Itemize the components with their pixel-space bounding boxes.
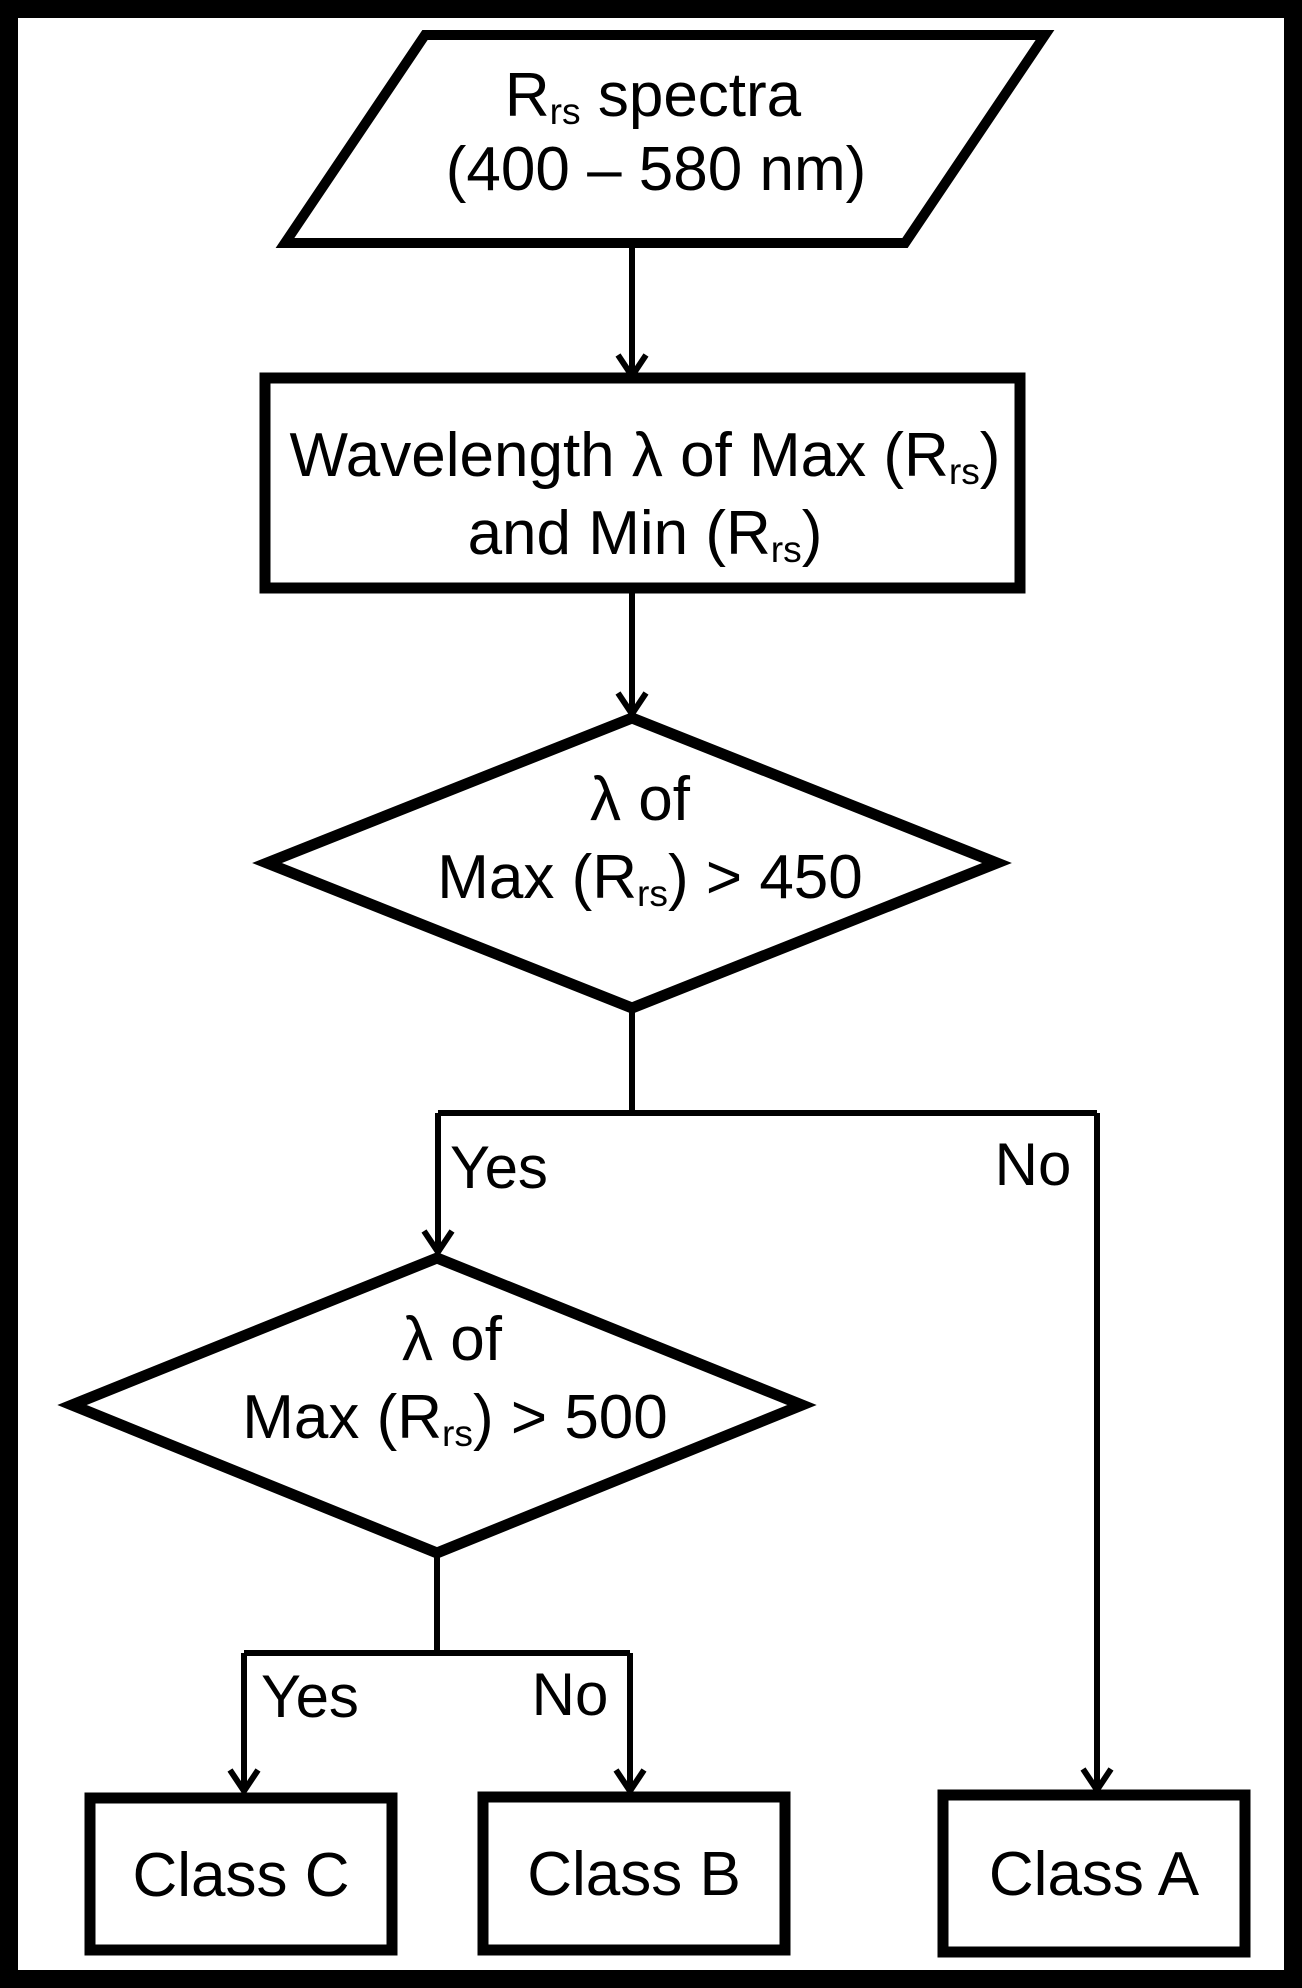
class-a-label: Class A [988, 1840, 1200, 1909]
class-b-box [477, 1791, 791, 1956]
decision2-diamond [57, 1252, 817, 1559]
input-parallelogram [275, 30, 1055, 248]
decision2-label-line2: Max (Rrs) > 500 [242, 1383, 668, 1455]
input-label-line2: (400 – 580 nm) [445, 135, 867, 204]
process-rectangle [259, 372, 1026, 594]
class-c-box [84, 1792, 398, 1956]
decision1-label-line1: λ of [590, 765, 690, 834]
class-a-box [937, 1789, 1251, 1958]
decision2-yes-label: Yes [261, 1663, 359, 1730]
process-label-line1: Wavelength λ of Max (Rrs) [289, 421, 1001, 493]
decision2-no-label: No [531, 1661, 609, 1728]
decision1-label-line2: Max (Rrs) > 450 [437, 843, 863, 915]
input-label-line1: Rrs spectra [504, 61, 802, 133]
decision1-diamond [252, 712, 1012, 1014]
decision1-no-label: No [994, 1131, 1072, 1198]
decision2-label-line1: λ of [402, 1305, 502, 1374]
class-c-label: Class C [132, 1841, 350, 1910]
process-label-line2: and Min (Rrs) [467, 499, 823, 571]
class-b-label: Class B [527, 1840, 741, 1909]
decision1-yes-label: Yes [450, 1134, 548, 1201]
